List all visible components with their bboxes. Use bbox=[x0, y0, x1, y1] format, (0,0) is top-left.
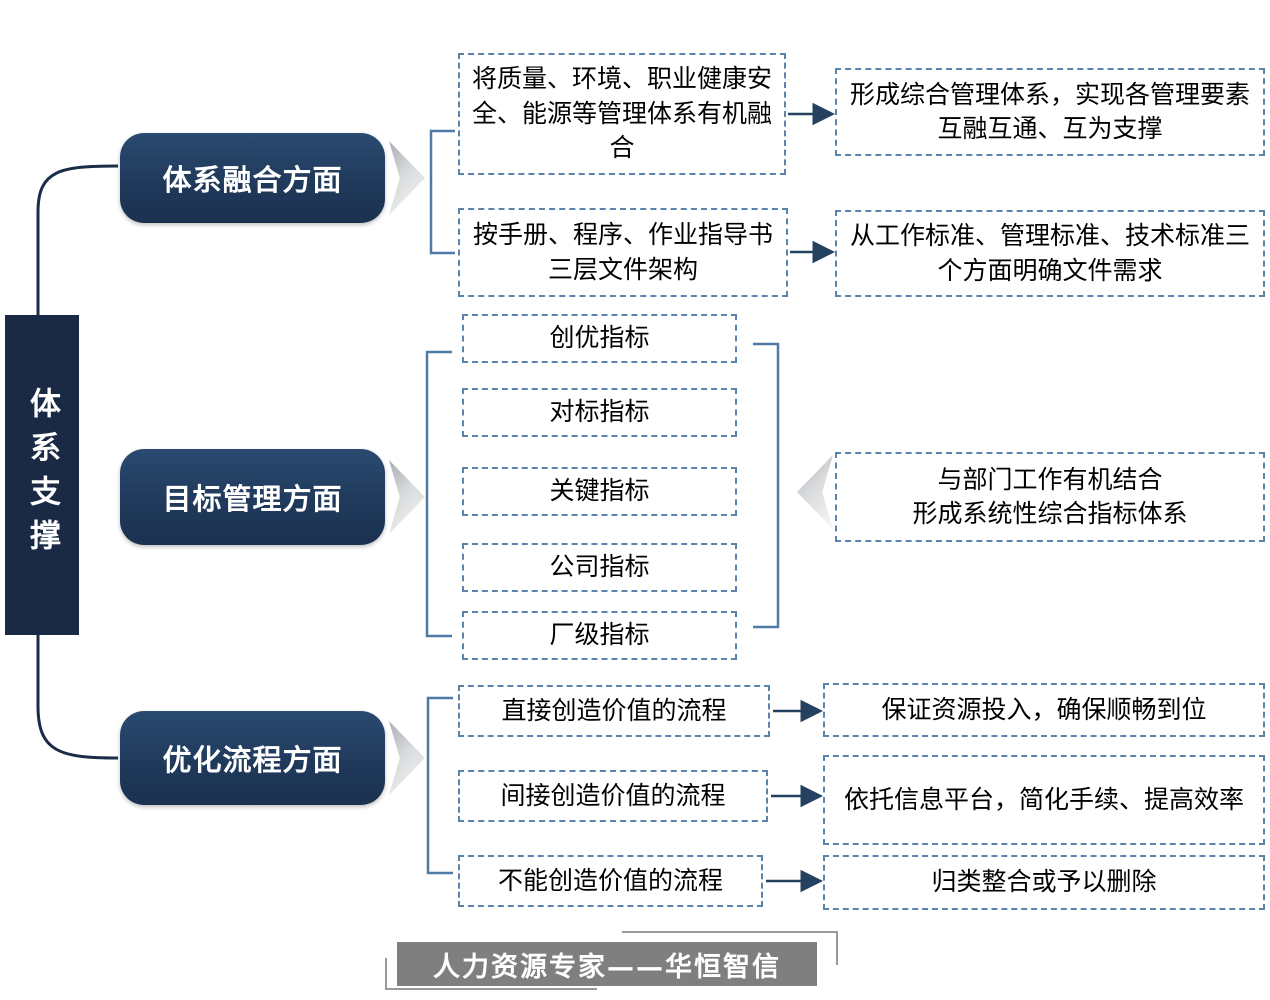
connector-curve-top bbox=[36, 164, 119, 316]
chevron-right-icon bbox=[389, 721, 425, 795]
category-label: 体系融合方面 bbox=[162, 163, 343, 197]
category-system-integration: 体系融合方面 bbox=[120, 133, 385, 223]
box-indirect-value-process: 间接创造价值的流程 bbox=[458, 770, 768, 822]
category-goal-management: 目标管理方面 bbox=[120, 449, 385, 545]
footer-brand-text: 人力资源专家——华恒智信 bbox=[433, 951, 781, 983]
box-direct-value-action: 保证资源投入，确保顺畅到位 bbox=[823, 683, 1265, 737]
chevron-right-icon bbox=[389, 141, 425, 215]
box-no-value-process: 不能创造价值的流程 bbox=[458, 855, 763, 907]
box-no-value-action: 归类整合或予以删除 bbox=[823, 855, 1265, 910]
box-document-structure: 按手册、程序、作业指导书三层文件架构 bbox=[458, 208, 788, 297]
footer-corner-decoration bbox=[622, 931, 838, 965]
box-indicator-plant: 厂级指标 bbox=[462, 611, 737, 660]
box-indirect-value-action: 依托信息平台，简化手续、提高效率 bbox=[823, 755, 1265, 845]
footer-corner-decoration bbox=[385, 958, 597, 990]
connector-curve-bottom bbox=[36, 634, 119, 760]
box-direct-value-process: 直接创造价值的流程 bbox=[458, 685, 770, 737]
category-label: 目标管理方面 bbox=[162, 482, 343, 516]
category-process-optimization: 优化流程方面 bbox=[120, 711, 385, 805]
footer-brand: 人力资源专家——华恒智信 bbox=[397, 942, 817, 986]
box-indicator-excellence: 创优指标 bbox=[462, 314, 737, 363]
box-merge-systems: 将质量、环境、职业健康安全、能源等管理体系有机融合 bbox=[458, 53, 786, 175]
box-merge-systems-result: 形成综合管理体系，实现各管理要素互融互通、互为支撑 bbox=[835, 68, 1265, 156]
box-indicator-summary: 与部门工作有机结合 形成系统性综合指标体系 bbox=[835, 452, 1265, 542]
box-document-structure-result: 从工作标准、管理标准、技术标准三个方面明确文件需求 bbox=[835, 210, 1265, 297]
box-indicator-company: 公司指标 bbox=[462, 543, 737, 592]
bracket-section3 bbox=[426, 696, 453, 875]
box-indicator-benchmark: 对标指标 bbox=[462, 388, 737, 437]
chevron-right-icon bbox=[389, 460, 425, 534]
root-node: 体系支撑 bbox=[5, 315, 79, 635]
bracket-section2-left bbox=[425, 350, 452, 638]
root-label: 体系支撑 bbox=[24, 387, 60, 563]
box-indicator-key: 关键指标 bbox=[462, 467, 737, 516]
category-label: 优化流程方面 bbox=[162, 743, 343, 777]
chevron-left-icon bbox=[797, 455, 833, 529]
bracket-section2-right bbox=[753, 342, 780, 629]
bracket-section1 bbox=[429, 129, 455, 255]
